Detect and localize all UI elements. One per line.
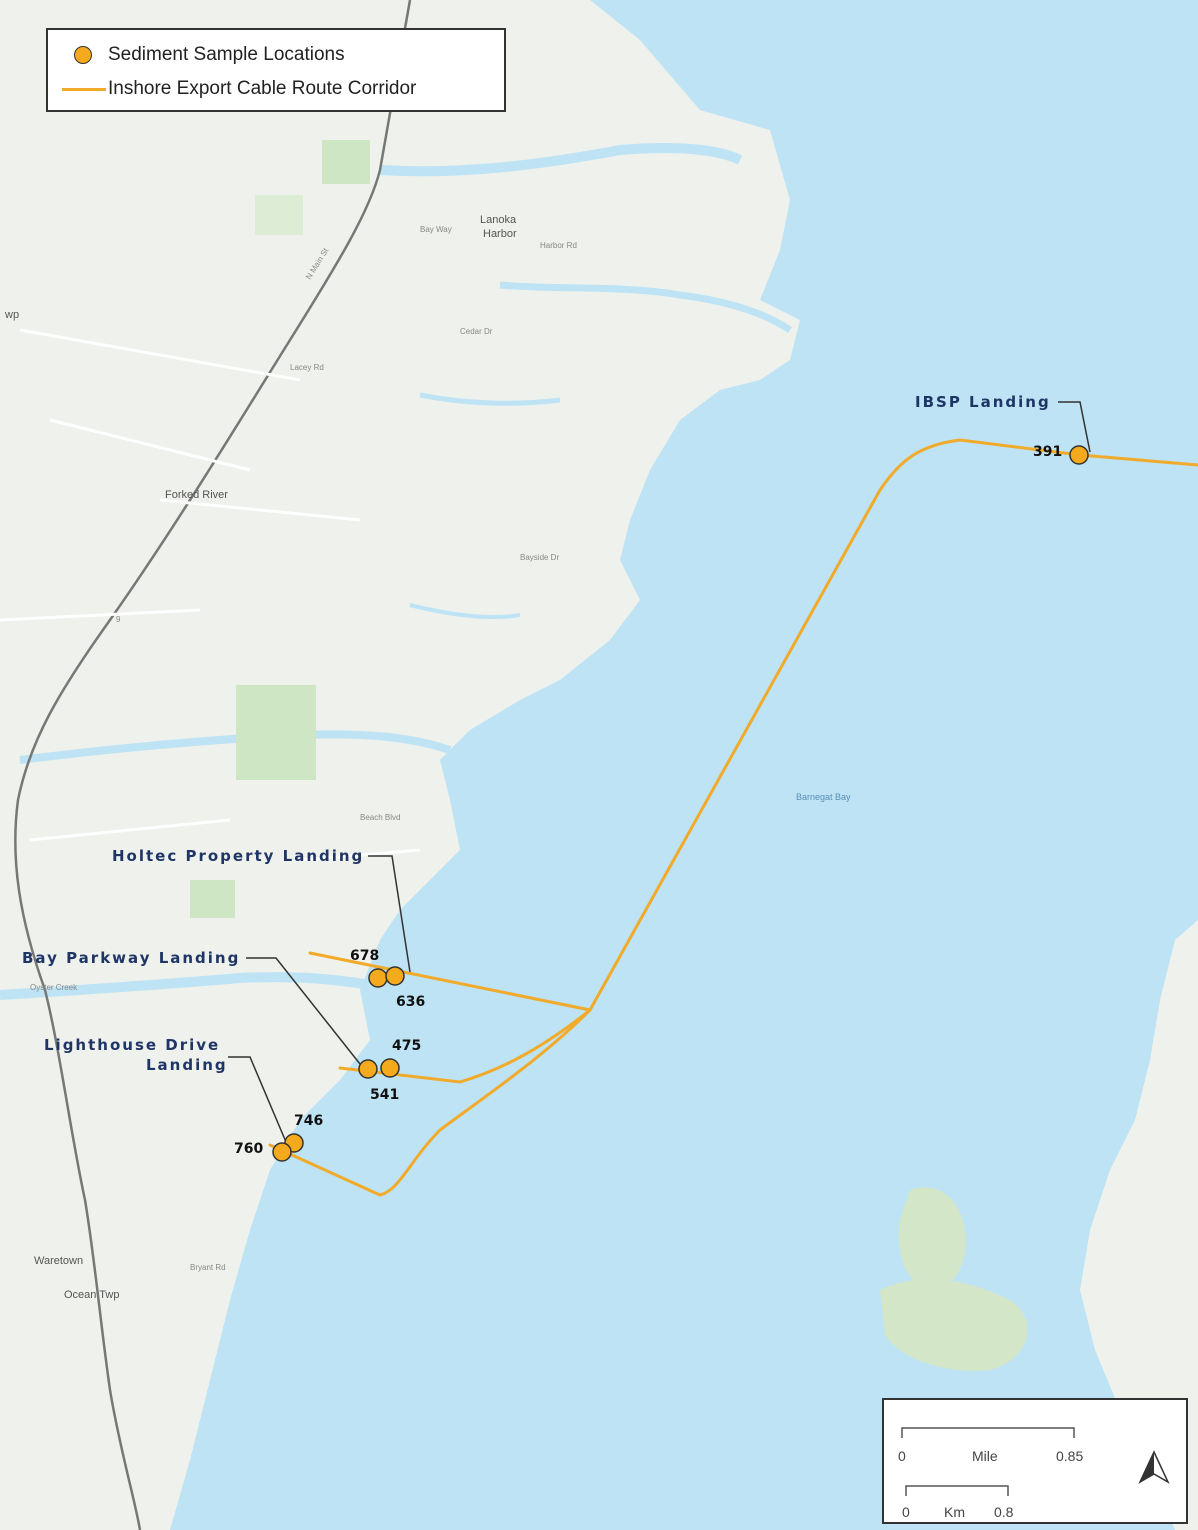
street-beach-blvd: Beach Blvd (360, 813, 400, 822)
scale-km-zero: 0 (902, 1504, 910, 1520)
scale-bar-box: 0 Mile 0.85 0 Km 0.8 (882, 1398, 1188, 1524)
sample-points (272, 445, 1089, 1162)
scale-mile-unit: Mile (972, 1448, 998, 1464)
route-segment-holtec (308, 951, 592, 1012)
scale-bar-graphics (901, 1427, 1075, 1496)
north-arrow-icon (1138, 1450, 1170, 1484)
sample-point-475[interactable] (380, 1058, 400, 1078)
street-harbor-rd: Harbor Rd (540, 241, 577, 250)
street-bayside: Bayside Dr (520, 553, 559, 562)
sample-point-760[interactable] (272, 1142, 292, 1162)
cable-route-corridor (268, 438, 1198, 1197)
site-label-ibsp: IBSP Landing (915, 393, 1051, 411)
island-1 (898, 1187, 966, 1290)
creek-lanoka (499, 281, 792, 333)
sample-id-475: 475 (392, 1038, 421, 1054)
place-forked-river: Forked River (165, 489, 228, 501)
leader-ibsp (1058, 401, 1091, 453)
route-line-icon (62, 88, 106, 91)
mainland-land (0, 0, 800, 1530)
site-label-holtec: Holtec Property Landing (112, 847, 364, 865)
route-segment-bay-parkway (338, 1008, 592, 1084)
sample-point-678[interactable] (368, 968, 388, 988)
route-segment-main (588, 438, 1198, 1012)
legend-route-label: Inshore Export Cable Route Corridor (108, 78, 417, 99)
legend-row-samples: Sediment Sample Locations (62, 40, 345, 70)
sample-id-746: 746 (294, 1113, 323, 1129)
water-barnegat-bay: Barnegat Bay (796, 792, 851, 802)
creek-cedar (419, 392, 561, 406)
sample-id-760: 760 (234, 1141, 263, 1157)
place-lanoka-2: Harbor (483, 228, 517, 240)
sample-point-636[interactable] (385, 966, 405, 986)
legend-row-route: Inshore Export Cable Route Corridor (62, 74, 416, 104)
street-route-9: 9 (116, 615, 121, 624)
site-label-lighthouse-1: Lighthouse Drive (44, 1036, 220, 1054)
leader-bay-parkway (246, 957, 361, 1065)
sample-point-391[interactable] (1069, 445, 1089, 465)
creek-north (379, 143, 743, 177)
leader-holtec (368, 855, 411, 973)
creek-oyster (0, 972, 371, 1000)
scale-mile-zero: 0 (898, 1448, 906, 1464)
legend-samples-label: Sediment Sample Locations (108, 44, 345, 65)
park-recreation (255, 195, 303, 235)
site-label-bay-parkway: Bay Parkway Landing (22, 949, 240, 967)
scale-km-unit: Km (944, 1504, 965, 1520)
creek-bay (409, 603, 521, 619)
sample-id-541: 541 (370, 1087, 399, 1103)
place-waretown: Waretown (34, 1255, 83, 1267)
sample-dot-icon (74, 46, 92, 64)
place-twp: wp (4, 309, 19, 321)
leader-lighthouse (228, 1056, 287, 1143)
island-2 (880, 1279, 1028, 1371)
street-bryant: Bryant Rd (190, 1263, 226, 1272)
route-segment-lighthouse (268, 1008, 592, 1197)
sample-id-636: 636 (396, 994, 425, 1010)
street-grid-1 (0, 328, 421, 862)
scale-mile-max: 0.85 (1056, 1448, 1084, 1464)
park-bridge-creek (236, 685, 316, 780)
sample-id-391: 391 (1033, 444, 1062, 460)
legend-sample-symbol (62, 40, 108, 70)
sample-id-678: 678 (350, 948, 379, 964)
map-legend: Sediment Sample Locations Inshore Export… (46, 28, 506, 112)
scale-bar-km (905, 1485, 1009, 1496)
sample-point-541[interactable] (358, 1059, 378, 1079)
street-lacey: Lacey Rd (290, 363, 324, 372)
highway-route-9 (14, 0, 412, 1530)
place-ocean-twp: Ocean Twp (64, 1289, 119, 1301)
street-cedar: Cedar Dr (460, 327, 493, 336)
legend-route-symbol (62, 74, 108, 104)
scale-bar-mile (901, 1427, 1075, 1438)
street-oyster: Oyster Creek (30, 983, 78, 992)
street-bay-way: Bay Way (420, 225, 452, 234)
park-north (322, 140, 370, 184)
barrier-island (1080, 920, 1198, 1530)
site-label-lighthouse-2: Landing (146, 1056, 228, 1074)
place-lanoka-1: Lanoka (480, 214, 517, 226)
leader-lines (228, 401, 1091, 1143)
scale-km-max: 0.8 (994, 1504, 1014, 1520)
park-holtec (190, 880, 235, 918)
